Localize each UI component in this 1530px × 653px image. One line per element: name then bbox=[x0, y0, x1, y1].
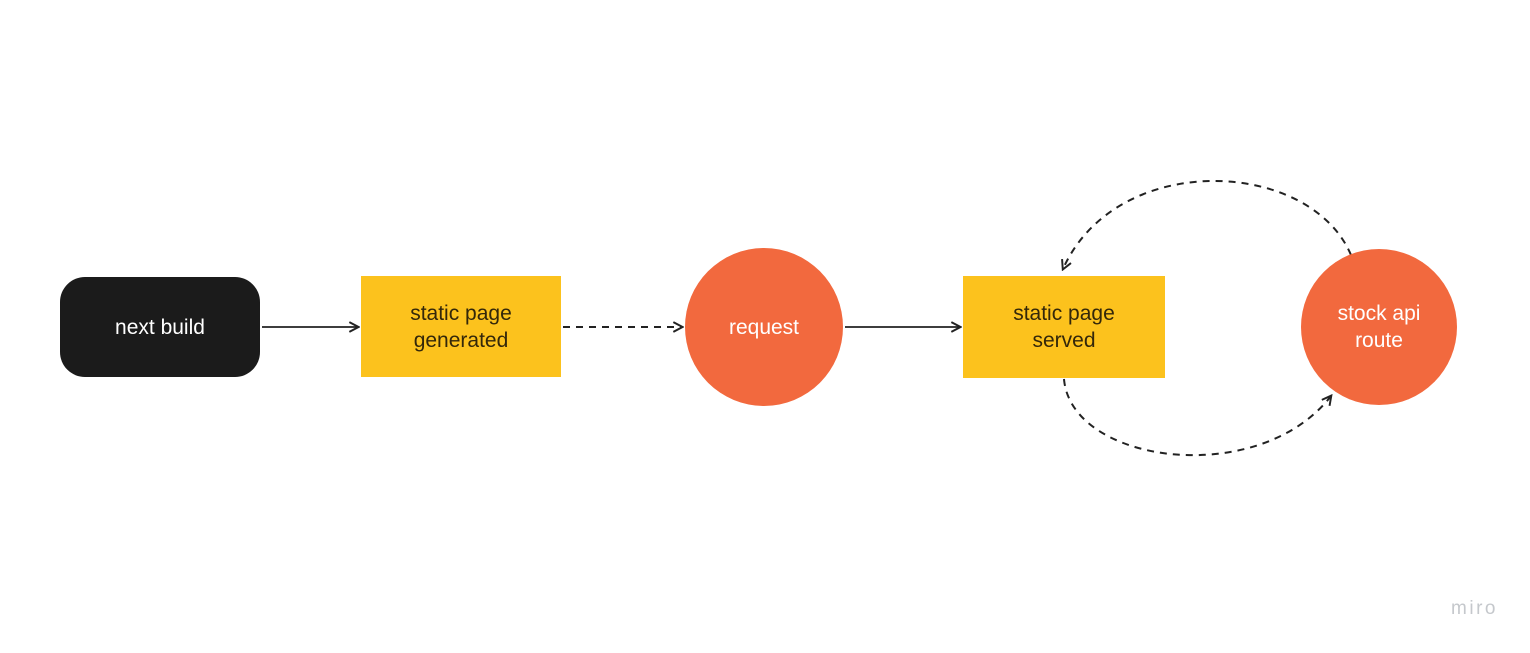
node-stock-api-route[interactable]: stock api route bbox=[1301, 249, 1457, 405]
node-stock-api-route-label: stock api route bbox=[1337, 302, 1421, 352]
edge-static-page-served-to-stock-api-route[interactable] bbox=[1063, 378, 1331, 457]
node-static-page-generated[interactable]: static page generated bbox=[361, 276, 561, 377]
miro-watermark: miro bbox=[1451, 598, 1498, 619]
edge-stock-api-route-to-static-page-served[interactable] bbox=[1063, 180, 1352, 269]
node-next-build[interactable]: next build bbox=[60, 277, 260, 377]
node-static-page-served-label: static page served bbox=[1013, 302, 1115, 352]
node-static-page-generated-label: static page generated bbox=[410, 301, 512, 352]
node-request[interactable]: request bbox=[685, 248, 843, 406]
node-next-build-label: next build bbox=[115, 315, 205, 339]
node-static-page-served[interactable]: static page served bbox=[963, 276, 1165, 378]
node-request-label: request bbox=[728, 315, 800, 339]
